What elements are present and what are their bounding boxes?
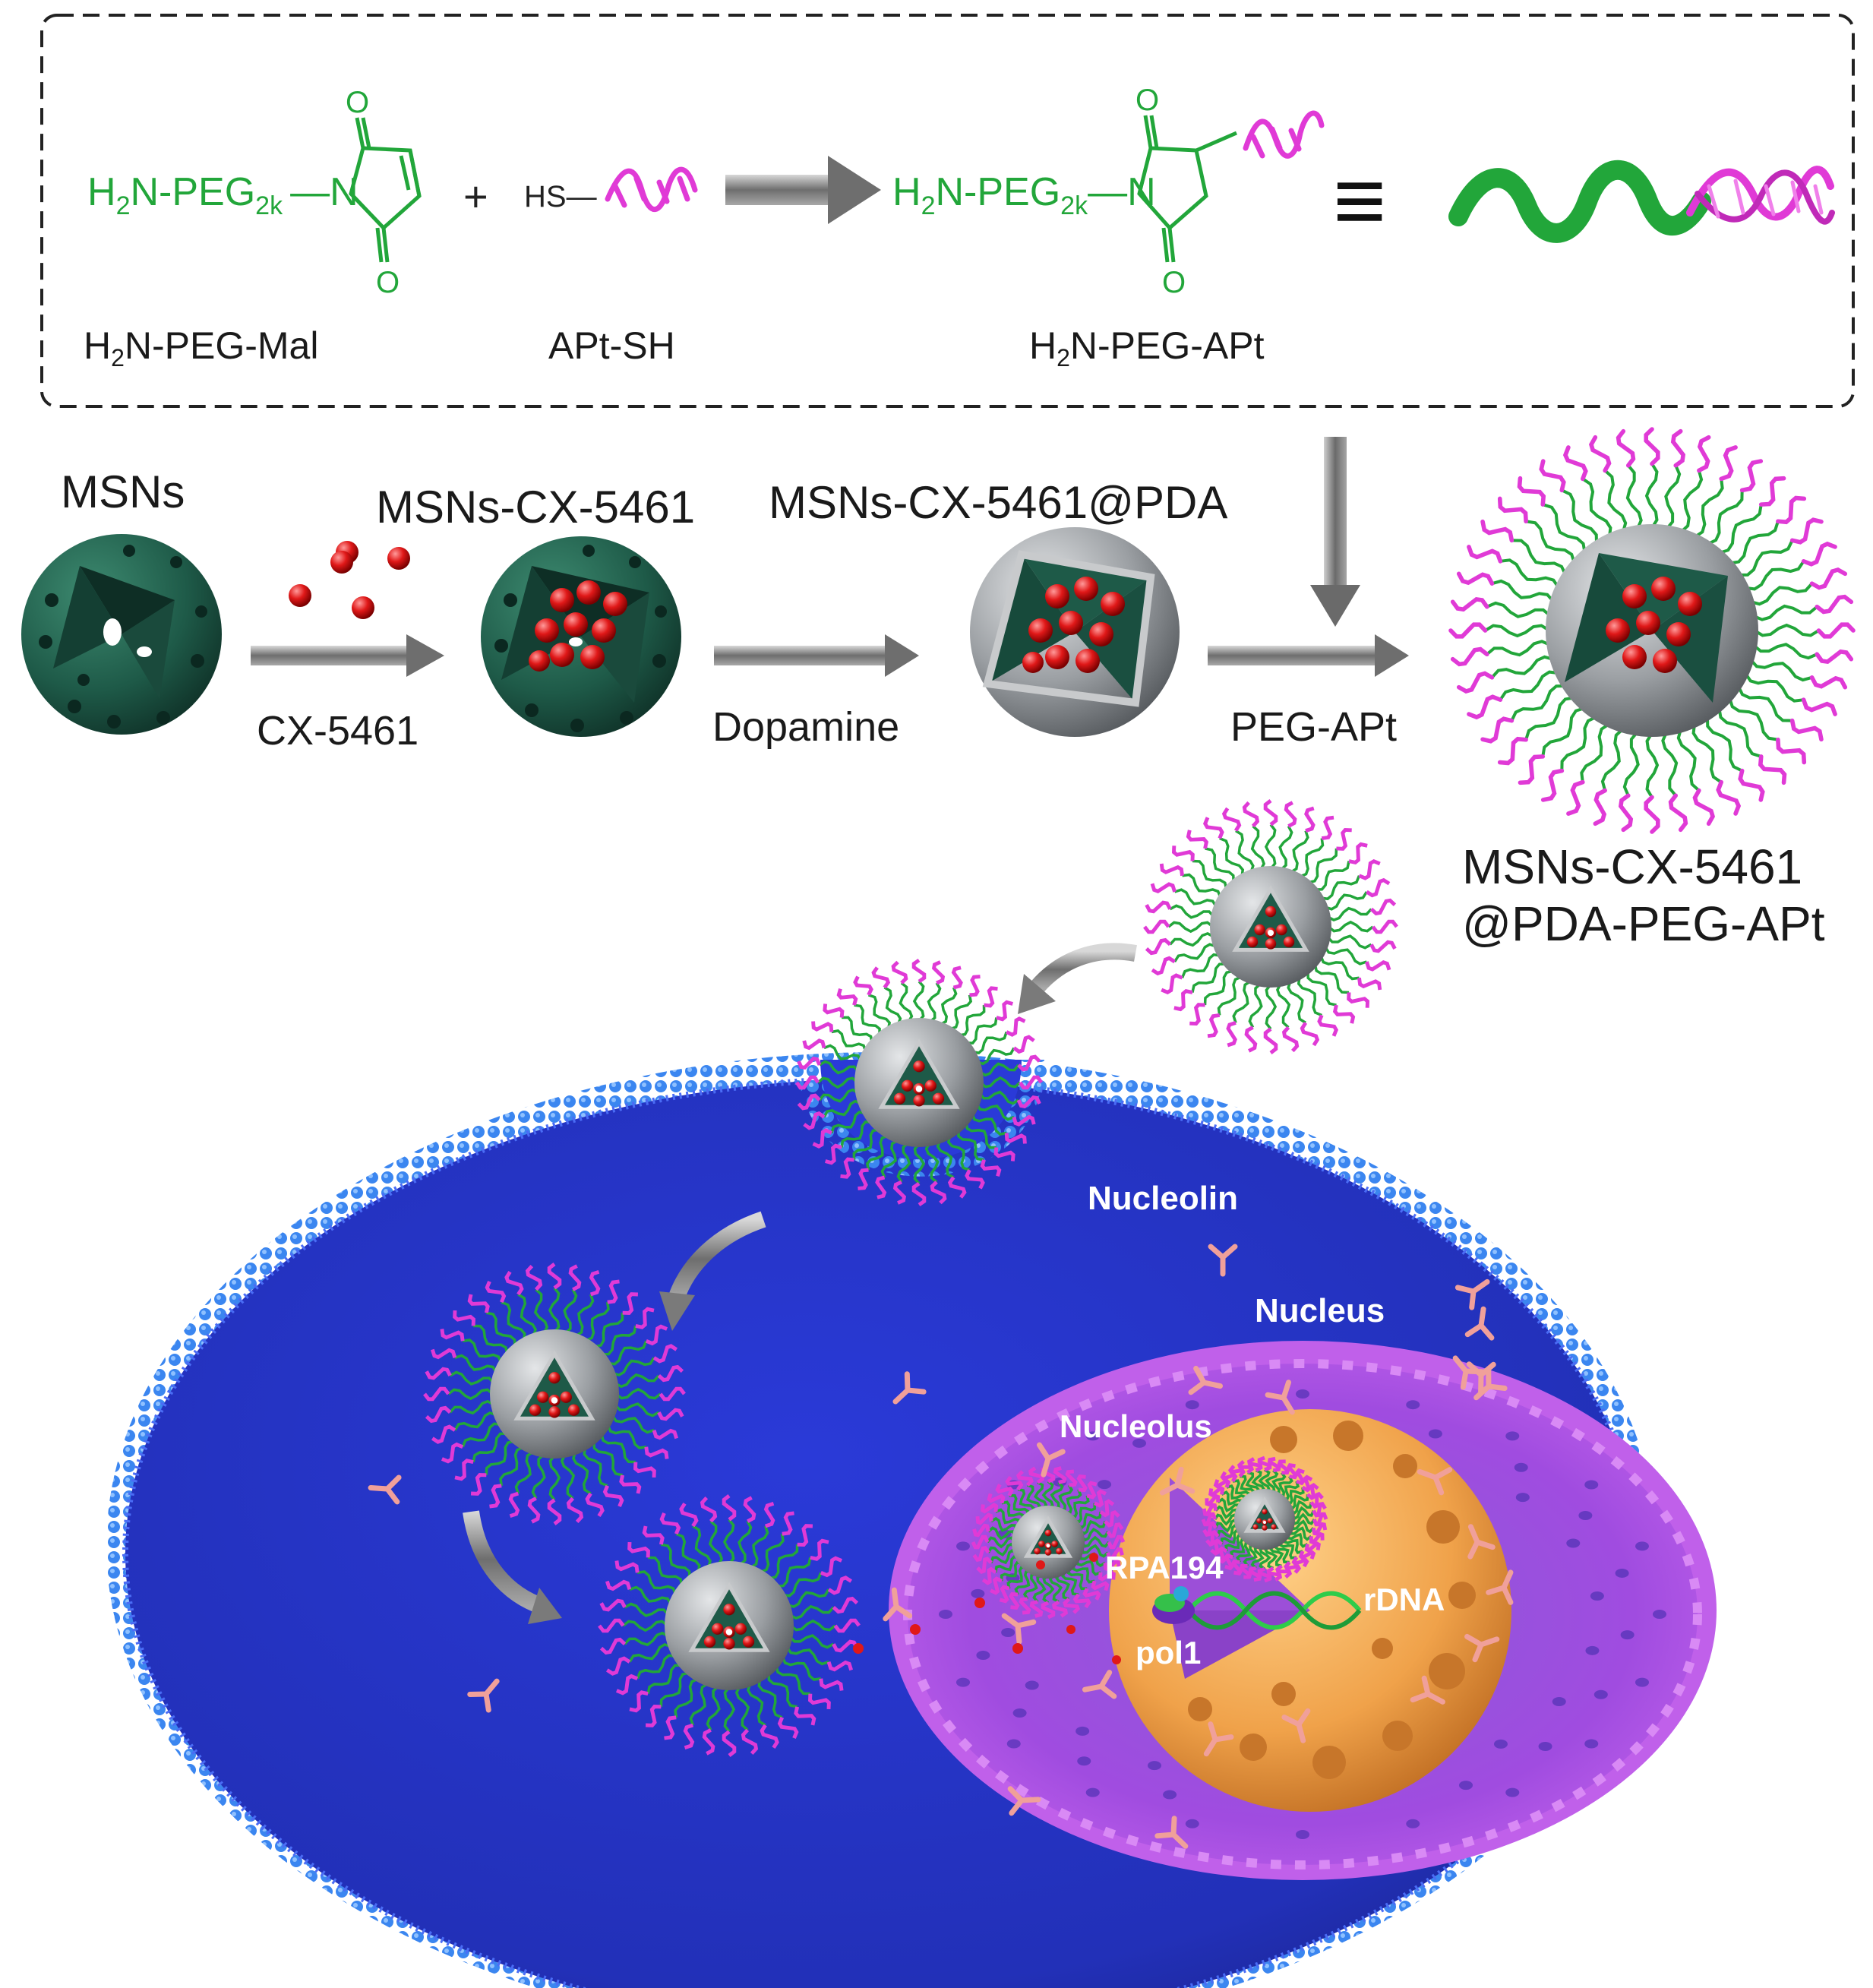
cell: Nucleolin Nucleus Nucleolus RPA194 rDNA …	[106, 799, 1717, 1988]
pol1-complex	[1152, 1586, 1195, 1624]
oxygen-label-bottom-1: O	[376, 266, 400, 299]
msn-cx-5461-particle	[481, 536, 681, 737]
nanoparticle	[794, 958, 1044, 1207]
aptamer-icon	[1243, 110, 1325, 159]
msn-pda-particle	[970, 527, 1180, 737]
cx-5461-drug-molecules	[289, 541, 410, 619]
oxygen-label-top-1: O	[346, 86, 369, 119]
plus-sign: +	[463, 172, 488, 220]
label-nucleolus: Nucleolus	[1060, 1408, 1212, 1444]
reaction-arrow	[725, 156, 881, 224]
label-rpa194: RPA194	[1105, 1550, 1224, 1585]
nanoparticle	[598, 1494, 861, 1757]
reaction-scheme: H2N-PEG2k—N O O + HS— H2N-PEG2k—N	[40, 14, 1855, 408]
label-step-dopamine: Dopamine	[712, 704, 899, 750]
label-final-line2: @PDA-PEG-APt	[1462, 896, 1825, 951]
oxygen-label-top-2: O	[1135, 84, 1159, 117]
label-rdna: rDNA	[1363, 1582, 1445, 1617]
label-msns-cx-5461-pda: MSNs-CX-5461@PDA	[769, 477, 1227, 528]
nanoparticle	[1143, 799, 1398, 1054]
label-pol1: pol1	[1135, 1635, 1201, 1670]
arrow-step-3	[1208, 634, 1409, 677]
nanoparticle	[971, 1465, 1126, 1620]
peg-aptamer-conjugate-icon	[1448, 160, 1835, 243]
succinimide-ring	[1137, 115, 1237, 263]
name-h2n-peg-mal: H2N-PEG-Mal	[84, 324, 318, 371]
released-drug-dots	[853, 1553, 1121, 1664]
nanoparticle	[423, 1263, 686, 1525]
label-step-peg-apt: PEG-APt	[1230, 704, 1397, 750]
name-h2n-peg-apt: H2N-PEG-APt	[1029, 324, 1265, 371]
label-nucleolin: Nucleolin	[1088, 1180, 1238, 1217]
arrow-step-2	[714, 634, 919, 677]
thiol-label: HS—	[524, 180, 597, 213]
equivalence-sign: ≡	[1333, 150, 1386, 251]
arrow-step-1	[251, 634, 444, 677]
msns-cx-5461-pda-peg-apt-particle	[1448, 427, 1856, 834]
name-apt-sh: APt-SH	[548, 324, 675, 367]
label-msns-cx-5461: MSNs-CX-5461	[376, 482, 695, 533]
nanoparticle	[1201, 1455, 1328, 1583]
label-nucleus: Nucleus	[1255, 1292, 1385, 1329]
internalization-arrow-2	[659, 1211, 766, 1331]
nucleolin-receptors	[368, 1244, 1514, 1849]
product-formula: H2N-PEG2k—N	[892, 170, 1156, 220]
internalization-arrow-1	[1018, 943, 1137, 1014]
arrow-peg-apt-down	[1310, 437, 1360, 627]
internalization-arrow-3	[463, 1510, 562, 1624]
synthesis-row: MSNs MSNs-CX-5461 MSNs-CX-5461@PDA	[21, 427, 1856, 951]
label-msns: MSNs	[61, 466, 185, 517]
label-final-line1: MSNs-CX-5461	[1462, 839, 1802, 894]
msn-particle	[21, 534, 222, 735]
maleimide-ring	[349, 117, 422, 263]
rdna-helix	[1186, 1591, 1362, 1630]
reactant1-formula: H2N-PEG2k—N	[87, 170, 358, 220]
label-step-cx-5461: CX-5461	[257, 708, 419, 754]
aptamer-icon	[605, 166, 698, 213]
reaction-dashed-frame	[40, 14, 1855, 408]
oxygen-label-bottom-2: O	[1162, 266, 1186, 299]
internalized-nanoparticles	[423, 799, 1398, 1757]
